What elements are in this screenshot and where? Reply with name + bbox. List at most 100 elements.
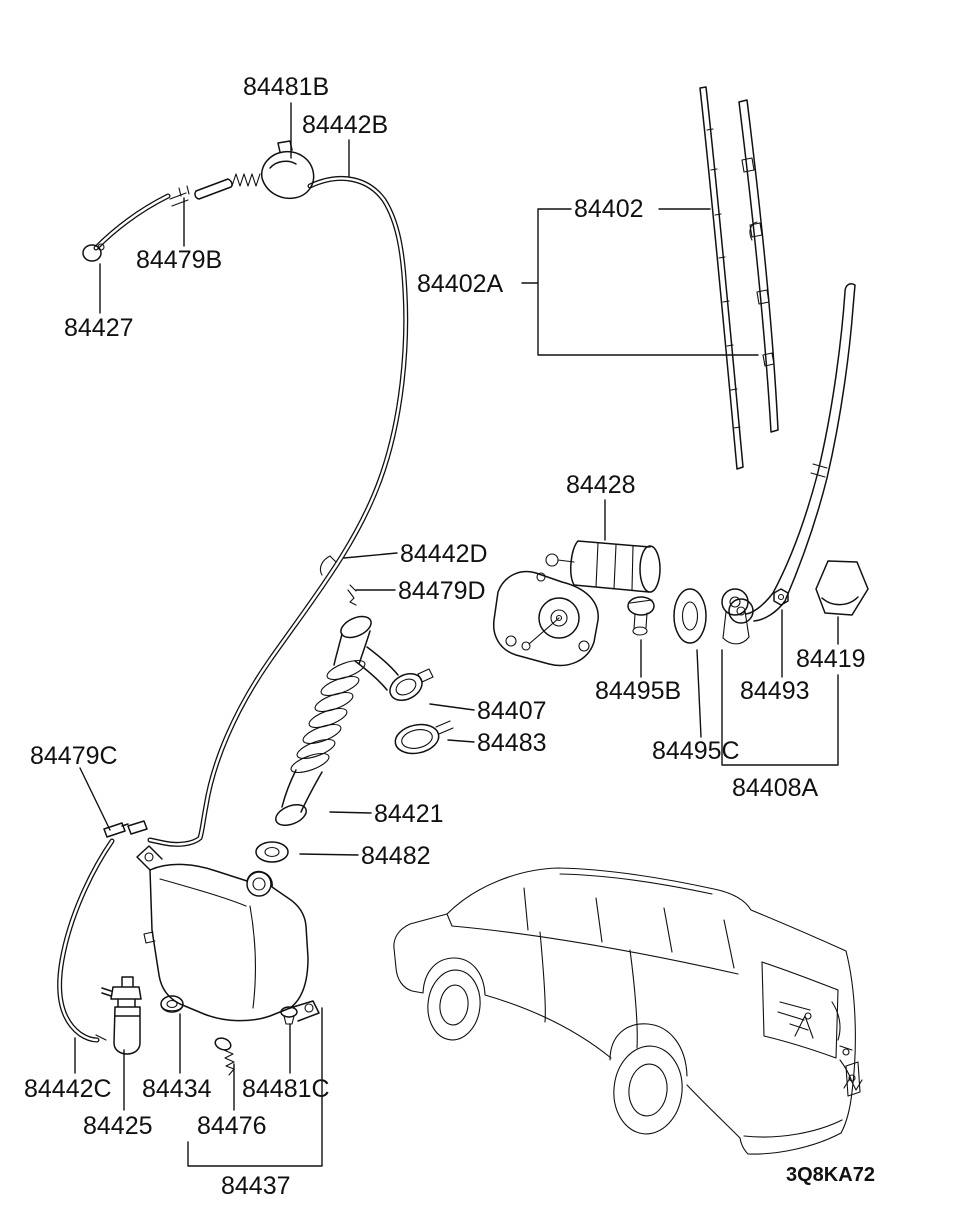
motor-gear-center [555,614,563,622]
tank-filler-boss-inner [252,877,266,891]
motor-crank-end [521,641,531,651]
washer-nozzle-assembly-drawing [82,140,357,606]
part-label-84408A: 84408A [732,774,819,802]
bracket-hole-3 [536,572,546,582]
clamp-84407-inner [395,678,417,696]
bellows-ridge-4 [308,707,348,729]
hose-clip-84442D-shape [319,555,337,576]
plug-84481C-stem [283,1015,295,1025]
bellows-ridge-5 [302,723,342,745]
hose-joint-84479B-shape [169,185,190,207]
neck-upper-tube [333,630,371,666]
nozzle-head-84481B-shape [261,140,315,200]
vehicle-outline-drawing [393,867,863,1155]
part-label-84402A: 84402A [417,270,504,298]
part-label-84434: 84434 [142,1075,212,1103]
grommet-84495C-inner [681,601,699,631]
harness-dot-2 [848,1074,856,1082]
tank-mount-tab-top [136,845,163,871]
plug-84481C-cap [280,1006,298,1018]
hose-joints-drawing [95,820,148,1041]
part-label-84482: 84482 [361,842,431,870]
tank-mount-hole-bottom [304,1003,314,1013]
part-label-84481B: 84481B [243,73,329,101]
front-wheel-inner [439,984,469,1026]
part-label-84495C: 84495C [652,737,740,765]
screw-84476-head [214,1037,232,1051]
clamp-84483-tab [435,720,454,735]
bellows-ridge-2 [320,675,360,697]
cap-84482-inner [264,846,280,858]
part-label-84425: 84425 [83,1112,153,1140]
bellows-ridge-3 [314,691,354,713]
motor-gear-mid [550,609,568,627]
part-label-84407: 84407 [477,697,547,725]
part-label-84495B: 84495B [595,677,681,705]
neck-lower-tube [281,769,323,813]
clamp-84407-screw [417,668,434,683]
bellows-ridge-7 [290,752,330,774]
grommet-84434-inner [166,999,178,1009]
part-label-84493: 84493 [740,677,810,705]
cover-84419-shape [815,560,869,616]
wiper-arm-drawing [728,283,856,624]
washer-tank-drawing [136,845,320,1022]
bellows-ridge-1 [326,659,366,681]
tank-outline [149,863,309,1022]
part-label-84419: 84419 [796,645,866,673]
grommet-84495C-outer [673,588,707,644]
front-wheel-outer [427,969,481,1041]
arm-shape [745,283,856,622]
clamp-84483-outer [394,723,440,755]
pump-84425-shape [101,976,142,1055]
grommet-84495B-stem [629,599,653,630]
motor-crank [528,617,560,645]
grommet-84495B-cap [627,596,655,616]
motor-body [570,540,651,593]
rear-wheel-outer [613,1045,683,1135]
filler-neck-drawing [255,615,454,863]
clamp-84483-inner [401,729,433,749]
neck-lower-opening [275,803,307,827]
part-label-84479B: 84479B [136,246,222,274]
screw-84479D-shape [347,584,357,606]
neck-top-opening [340,615,372,639]
grommet-84434-rim [160,1003,184,1012]
blade-frame-brackets [741,157,775,367]
hose-end-84442C-shape [95,1034,107,1041]
motor-bracket [492,570,599,667]
part-label-84427: 84427 [64,314,134,342]
part-label-84442D: 84442D [400,540,488,568]
hose-joint-84479C-shapes [103,820,148,838]
motor-ribs [557,542,634,591]
car-windows-and-seams [446,873,843,1138]
tank-detail-lines [143,878,256,1009]
blade-frame-84402-shape [738,99,779,433]
pivot-grommets-drawing [627,560,869,645]
rear-wiper-pivot-dot [804,1012,812,1020]
washer-pump-drawing [101,976,298,1076]
clamp-84407-outer [389,672,423,702]
pivot-shaft-inner [729,596,741,608]
part-label-84442C: 84442C [24,1075,112,1103]
car-body-upper [393,867,856,1155]
part-label-84442B: 84442B [302,111,388,139]
arm-joint-ticks [810,463,828,478]
motor-endcap [639,545,661,593]
arm-pivot-outer [728,598,754,624]
tank-filler-boss-outer [246,871,272,897]
washer-hoses-outline [57,176,409,1043]
part-label-84421: 84421 [374,800,444,828]
rear-wheel-inner [628,1063,668,1117]
wiper-motor-drawing [492,540,661,667]
wiper-blade-drawing [699,86,779,470]
grommet-84495B-base [632,626,648,636]
nut-84493-hole [777,593,785,601]
motor-gear-outer [538,597,580,639]
nut-84493-shape [773,588,789,606]
part-label-84437: 84437 [221,1172,291,1200]
bracket-hole-2 [578,640,590,652]
pivot-shaft-body [722,610,750,645]
car-rear-window-and-lamp [761,961,861,1097]
